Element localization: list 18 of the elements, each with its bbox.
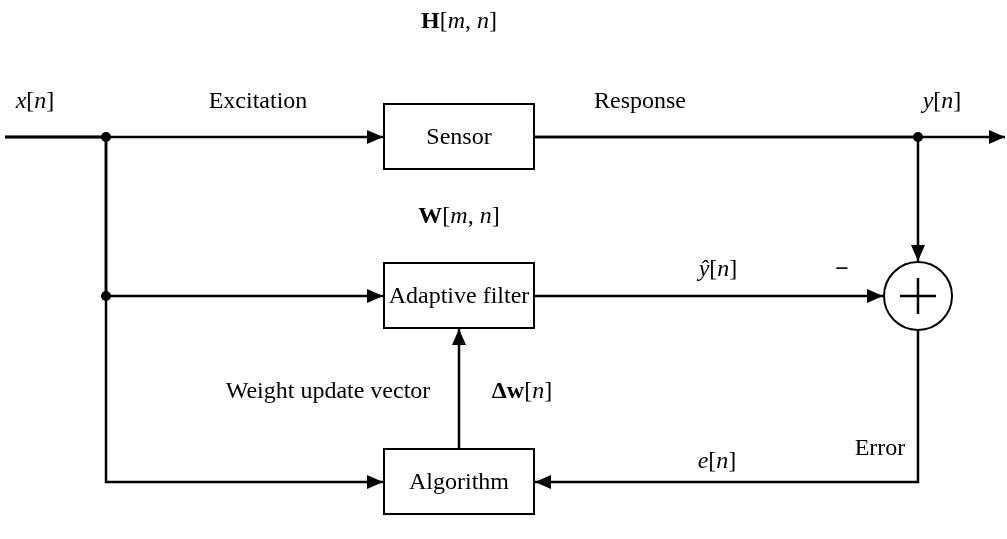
block-label: Adaptive filter bbox=[388, 282, 530, 309]
arrow bbox=[452, 329, 466, 448]
arrow bbox=[535, 135, 925, 261]
parameter-label: H[m, n] bbox=[421, 6, 497, 34]
process-box bbox=[383, 448, 535, 515]
signal-label: x[n] bbox=[15, 86, 55, 114]
arrow bbox=[5, 135, 383, 489]
annotation-text: Weight update vector bbox=[225, 376, 431, 404]
block-label: Algorithm bbox=[409, 468, 509, 495]
process-box bbox=[383, 262, 535, 329]
minus-sign: − bbox=[835, 254, 849, 282]
arrow bbox=[535, 289, 883, 303]
arrow bbox=[535, 331, 920, 489]
signal-label: y[n] bbox=[922, 86, 962, 114]
process-box bbox=[383, 103, 535, 170]
parameter-label: W[m, n] bbox=[418, 201, 500, 229]
block-label: Sensor bbox=[426, 123, 492, 150]
annotation-text: Error bbox=[854, 433, 906, 461]
